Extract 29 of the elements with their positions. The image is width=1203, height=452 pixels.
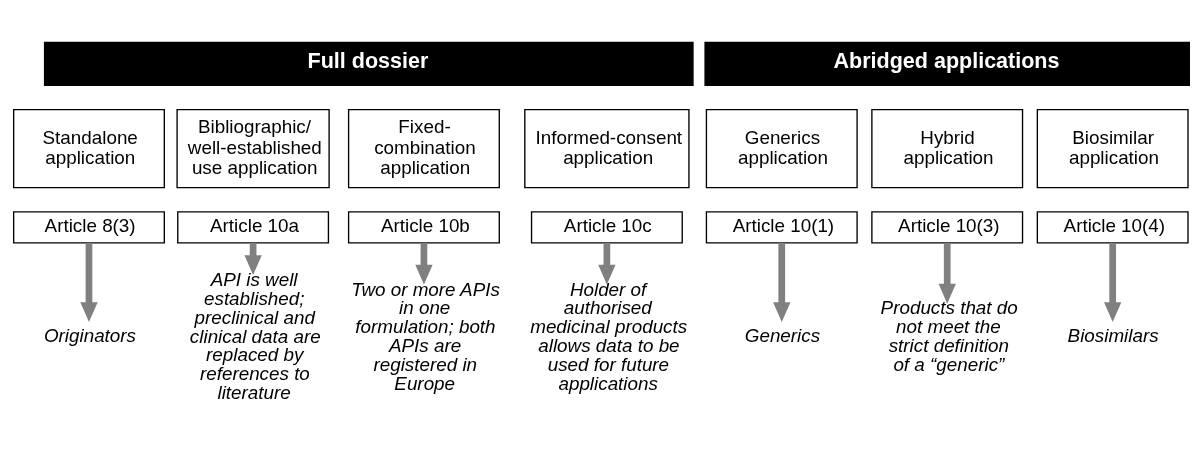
node-box: Article 10(4) [1036, 211, 1189, 244]
node-text: Originators [43, 324, 137, 346]
node-box: Article 10b [347, 211, 500, 244]
node-box: Hybrid application [871, 108, 1024, 189]
node-box: Standalone application [12, 108, 165, 189]
node-text: API is well established; preclinical and clinical data are replaced by references to literature [189, 269, 321, 404]
node-text: Products that do not meet the strict definition of a “generic” [880, 297, 1018, 375]
node-box: Article 10a [177, 211, 330, 244]
arrow [773, 242, 791, 323]
arrow [1104, 242, 1122, 323]
arrow [80, 242, 98, 323]
arrow [938, 242, 956, 304]
node-text: Two or more APIs in one formulation; both APIs are registered in Europe [351, 278, 500, 394]
node-text: Biosimilars [1067, 324, 1159, 346]
node-box: Biosimilar application [1036, 108, 1189, 189]
arrow [415, 242, 433, 285]
node-box: Article 10c [530, 211, 683, 244]
node-box: Abridged applications [704, 41, 1191, 87]
node-box: Article 10(3) [871, 211, 1024, 244]
node-text: Generics [744, 324, 821, 346]
node-box: Generics application [705, 108, 858, 189]
node-box: Informed-consent application [524, 108, 690, 189]
node-text: Holder of authorised medicinal products allows data to be used for future applications [530, 278, 688, 394]
node-box: Article 10(1) [705, 211, 858, 244]
node-box: Bibliographic/ well-established use application [176, 108, 330, 189]
node-box: Fixed-combination application [347, 108, 500, 189]
node-box: Full dossier [43, 41, 694, 87]
node-box: Article 8(3) [12, 211, 165, 244]
arrow [598, 242, 616, 285]
